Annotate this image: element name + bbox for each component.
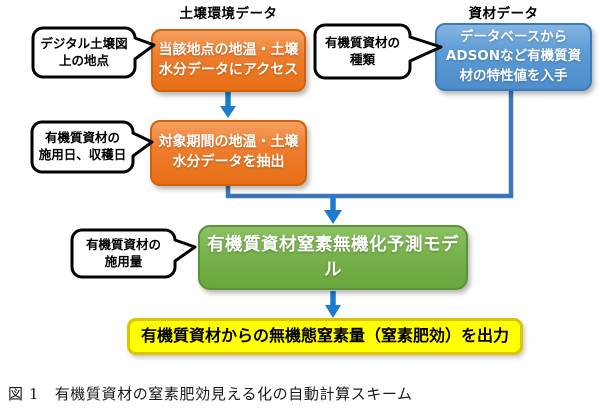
box-extract-soil-data: 対象期間の地温・土壌 水分データを抽出 [150,120,307,186]
callout-text-material-type: 有機質資材の 種類 [324,34,400,67]
arrow-junction-to-model [324,196,342,224]
arrow-access-to-extract [220,91,236,118]
figure-caption: 図 1 有機質資材の窒素肥効見える化の自動計算スキーム [8,385,413,403]
box-output-inorganic-nitrogen: 有機質資材からの無機態窒素量（窒素肥効）を出力 [127,318,523,355]
heading-soil-environment-data: 土壌環境データ [179,6,278,22]
box-database-material-properties: データベースから ADSONなど有機質資 材の特性値を入手 [435,23,592,91]
box-nitrogen-mineralization-model: 有機質資材窒素無機化予測モデル [198,225,468,290]
callout-text-application-amount: 有機質資材の 施用量 [85,236,161,269]
box-access-soil-data: 当該地点の地温・土壌 水分データにアクセス [151,29,306,92]
heading-material-data: 資材データ [468,6,539,22]
arrow-model-to-output [325,291,341,318]
callout-text-digital-soil-map: デジタル土壌図 上の地点 [40,35,128,68]
callout-text-application-dates: 有機質資材の 施用日、収穫日 [38,130,127,162]
